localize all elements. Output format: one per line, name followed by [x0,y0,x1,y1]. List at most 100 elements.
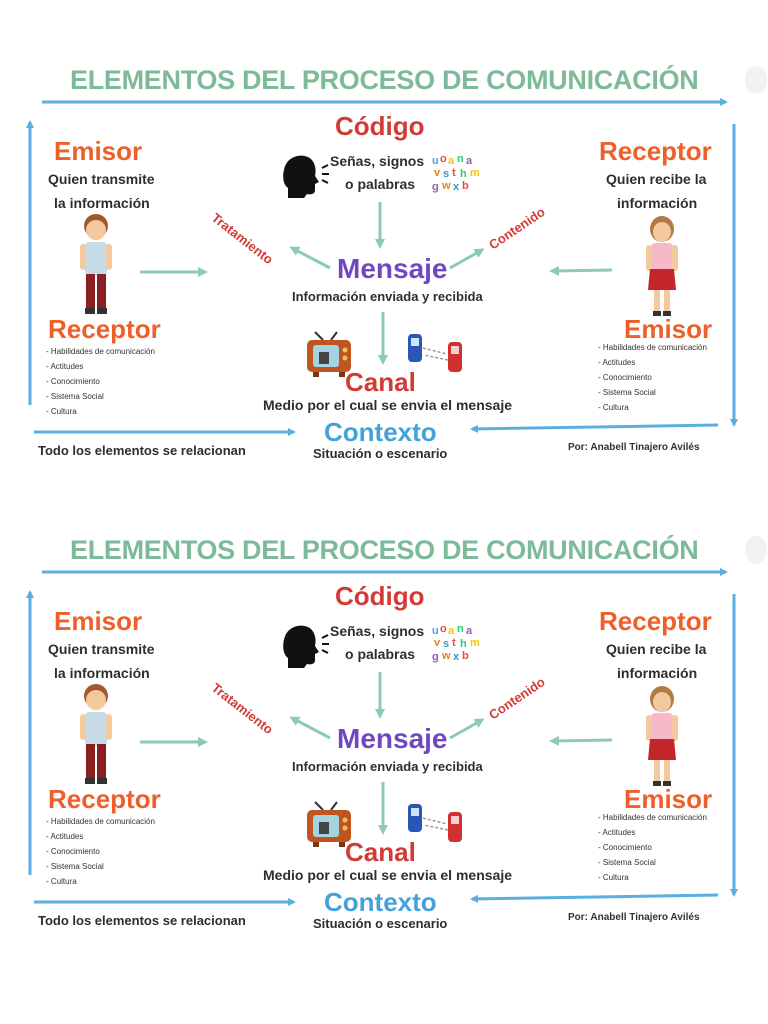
attribute-item: - Habilidades de comunicación [598,343,707,352]
receptor-description-line-1: Quien recibe la [606,641,707,657]
svg-text:u: u [432,625,439,637]
footer-note: Todo los elementos se relacionan [38,443,246,458]
emisor-heading-left: Emisor [54,136,143,166]
svg-text:m: m [470,637,480,649]
svg-text:n: n [457,623,464,635]
attribute-item: - Sistema Social [46,862,104,871]
attribute-item: - Cultura [46,407,77,416]
svg-text:x: x [453,181,460,193]
emisor-heading-left: Emisor [54,606,143,636]
emisor-description-line-1: Quien transmite [48,641,155,657]
contexto-heading: Contexto [324,417,437,447]
svg-text:v: v [434,637,441,649]
contenido-arrow [449,248,485,270]
codigo-description-line-1: Señas, signos [330,153,425,169]
receptor-heading-left: Receptor [48,314,161,344]
receptor-heading-right: Receptor [599,606,712,636]
svg-text:a: a [466,625,473,637]
svg-text:t: t [452,167,456,179]
boy-figure-icon [80,684,112,784]
canal-description: Medio por el cual se envia el mensaje [263,867,512,883]
girl-figure-icon [646,216,678,316]
mensaje-description: Información enviada y recibida [292,759,483,774]
girl-figure-icon [646,686,678,786]
attribute-item: - Sistema Social [598,858,656,867]
canal-heading: Canal [345,837,416,867]
codigo-heading: Código [335,111,425,141]
emisor-heading-right: Emisor [624,314,713,344]
emisor-heading-right: Emisor [624,784,713,814]
emisor-attributes-list: - Habilidades de comunicación - Actitude… [598,810,707,885]
diagram-arrows [26,98,738,436]
svg-text:w: w [441,180,451,192]
mensaje-heading: Mensaje [337,723,448,754]
svg-text:o: o [440,623,447,635]
emisor-description-line-2: la información [54,665,150,681]
attribute-item: - Conocimiento [598,843,652,852]
bottom-right-arrow [470,423,719,433]
attribute-item: - Actitudes [598,828,636,837]
speaking-head-icon [283,625,329,668]
svg-text:b: b [462,650,469,662]
svg-text:s: s [443,168,449,180]
attribute-item: - Actitudes [598,358,636,367]
television-icon [307,801,351,847]
diagram-title: ELEMENTOS DEL PROCESO DE COMUNICACIÓN [70,535,699,565]
codigo-heading: Código [335,581,425,611]
codigo-description-line-2: o palabras [345,646,416,662]
svg-text:a: a [448,625,455,637]
television-icon [307,331,351,377]
svg-text:g: g [432,181,439,193]
tratamiento-arrow [289,716,331,740]
mensaje-description: Información enviada y recibida [292,289,483,304]
bottom-right-arrow [470,893,719,903]
svg-text:a: a [466,155,473,167]
emisor-attributes-list: - Habilidades de comunicación - Actitude… [598,340,707,415]
attribute-item: - Conocimiento [598,373,652,382]
contexto-heading: Contexto [324,887,437,917]
diagram-panel-1: ELEMENTOS DEL PROCESO DE COMUNICACIÓN Có… [0,0,768,470]
receptor-description-line-2: información [617,195,698,211]
attribute-item: - Actitudes [46,362,84,371]
corner-decoration [745,66,767,94]
svg-text:m: m [470,167,480,179]
footer-note: Todo los elementos se relacionan [38,913,246,928]
contexto-description: Situación o escenario [313,916,448,931]
alphabet-letters-icon: u o a n a v s t h m g w x b [432,623,480,663]
receptor-attributes-list: - Habilidades de comunicación - Actitude… [46,814,155,889]
attribute-item: - Conocimiento [46,377,100,386]
receptor-description-line-2: información [617,665,698,681]
receptor-to-mensaje-arrow [549,735,613,746]
codigo-description-line-2: o palabras [345,176,416,192]
tratamiento-arrow [289,246,331,270]
receptor-description-line-1: Quien recibe la [606,171,707,187]
svg-text:o: o [440,153,447,165]
svg-text:h: h [460,168,467,180]
speaking-head-icon [283,155,329,198]
receptor-attributes-list: - Habilidades de comunicación - Actitude… [46,344,155,419]
attribute-item: - Cultura [598,403,629,412]
svg-text:h: h [460,638,467,650]
attribute-item: - Habilidades de comunicación [46,817,155,826]
diagram-title: ELEMENTOS DEL PROCESO DE COMUNICACIÓN [70,65,699,95]
attribute-item: - Sistema Social [46,392,104,401]
receptor-heading-left: Receptor [48,784,161,814]
canal-description: Medio por el cual se envia el mensaje [263,397,512,413]
diagram-panel-2: ELEMENTOS DEL PROCESO DE COMUNICACIÓN Có… [0,470,768,940]
emisor-description-line-1: Quien transmite [48,171,155,187]
mobile-phones-icon [408,334,462,372]
corner-decoration [745,536,767,564]
receptor-heading-right: Receptor [599,136,712,166]
attribute-item: - Actitudes [46,832,84,841]
author-credit: Por: Anabell Tinajero Avilés [568,912,700,923]
svg-text:t: t [452,637,456,649]
svg-text:s: s [443,638,449,650]
boy-figure-icon [80,214,112,314]
author-credit: Por: Anabell Tinajero Avilés [568,442,700,453]
emisor-description-line-2: la información [54,195,150,211]
alphabet-letters-icon: u o a n a v s t h m g w x b [432,153,480,193]
svg-text:n: n [457,153,464,165]
diagram-arrows [26,568,738,906]
attribute-item: - Conocimiento [46,847,100,856]
attribute-item: - Habilidades de comunicación [598,813,707,822]
